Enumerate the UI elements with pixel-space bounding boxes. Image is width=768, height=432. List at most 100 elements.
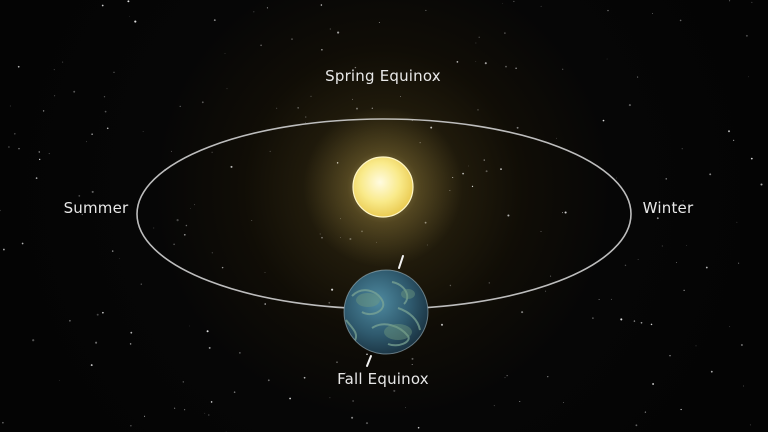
- star: [748, 76, 749, 78]
- star: [540, 231, 542, 232]
- star: [21, 242, 24, 245]
- star: [32, 339, 35, 342]
- star: [101, 4, 104, 7]
- star: [405, 407, 406, 408]
- star: [95, 341, 98, 344]
- star: [349, 376, 352, 378]
- star: [42, 110, 45, 112]
- star: [411, 364, 413, 365]
- star: [682, 200, 684, 202]
- star: [751, 1, 753, 3]
- star: [260, 44, 262, 47]
- star: [504, 32, 506, 34]
- star: [18, 147, 20, 150]
- star: [153, 227, 155, 229]
- star: [142, 130, 144, 132]
- star: [305, 122, 306, 123]
- star: [201, 101, 204, 104]
- star: [208, 346, 211, 349]
- star: [507, 214, 510, 217]
- winter-label: Winter: [642, 199, 694, 217]
- star: [233, 391, 236, 393]
- star: [540, 5, 542, 7]
- star: [54, 95, 56, 97]
- star: [378, 21, 380, 24]
- star: [310, 95, 312, 98]
- star: [8, 146, 10, 148]
- star: [513, 0, 515, 2]
- star: [276, 107, 278, 109]
- star: [749, 424, 751, 426]
- star: [344, 372, 347, 374]
- star: [130, 331, 133, 334]
- star: [400, 96, 401, 97]
- star: [184, 409, 186, 411]
- star: [602, 119, 605, 122]
- star: [239, 352, 241, 354]
- star: [425, 9, 427, 11]
- star: [129, 343, 132, 345]
- star: [683, 289, 685, 291]
- star: [393, 389, 396, 392]
- star: [680, 408, 682, 411]
- star: [194, 204, 196, 206]
- star: [253, 11, 255, 13]
- star: [206, 330, 209, 333]
- star: [183, 233, 186, 236]
- star: [320, 4, 323, 6]
- star: [681, 148, 683, 150]
- star: [90, 364, 93, 367]
- star: [616, 177, 617, 179]
- star: [303, 376, 306, 379]
- star: [14, 133, 16, 135]
- star: [134, 20, 137, 23]
- star: [173, 243, 175, 246]
- star: [210, 401, 213, 403]
- star: [130, 425, 132, 427]
- star: [264, 272, 266, 273]
- star: [211, 151, 213, 153]
- star: [351, 416, 354, 419]
- star: [686, 245, 688, 246]
- star: [637, 76, 639, 78]
- star: [17, 65, 20, 68]
- star: [0, 209, 1, 212]
- star: [329, 28, 331, 30]
- star: [564, 211, 567, 214]
- star: [104, 110, 107, 113]
- star: [738, 262, 740, 264]
- star: [111, 250, 114, 252]
- star: [732, 139, 735, 142]
- star: [352, 400, 354, 402]
- star: [462, 172, 465, 175]
- star: [760, 183, 763, 186]
- star: [224, 53, 226, 54]
- star: [628, 104, 631, 107]
- star: [483, 159, 485, 161]
- star: [86, 141, 87, 143]
- star: [331, 288, 334, 291]
- star: [556, 137, 558, 139]
- star: [39, 158, 41, 161]
- star: [505, 65, 507, 68]
- star: [598, 298, 600, 300]
- star: [502, 2, 503, 4]
- star: [190, 208, 191, 209]
- star: [96, 313, 99, 316]
- star: [230, 165, 233, 168]
- star: [729, 326, 731, 328]
- star: [633, 320, 636, 322]
- star: [620, 318, 623, 321]
- star: [35, 177, 38, 179]
- star: [661, 245, 663, 247]
- star: [656, 217, 659, 220]
- star: [189, 325, 190, 327]
- star: [170, 150, 172, 152]
- star: [129, 15, 130, 17]
- star: [221, 266, 224, 269]
- spring-equinox-label: Spring Equinox: [325, 67, 441, 85]
- star: [516, 126, 519, 129]
- star: [592, 317, 594, 319]
- star: [484, 62, 487, 65]
